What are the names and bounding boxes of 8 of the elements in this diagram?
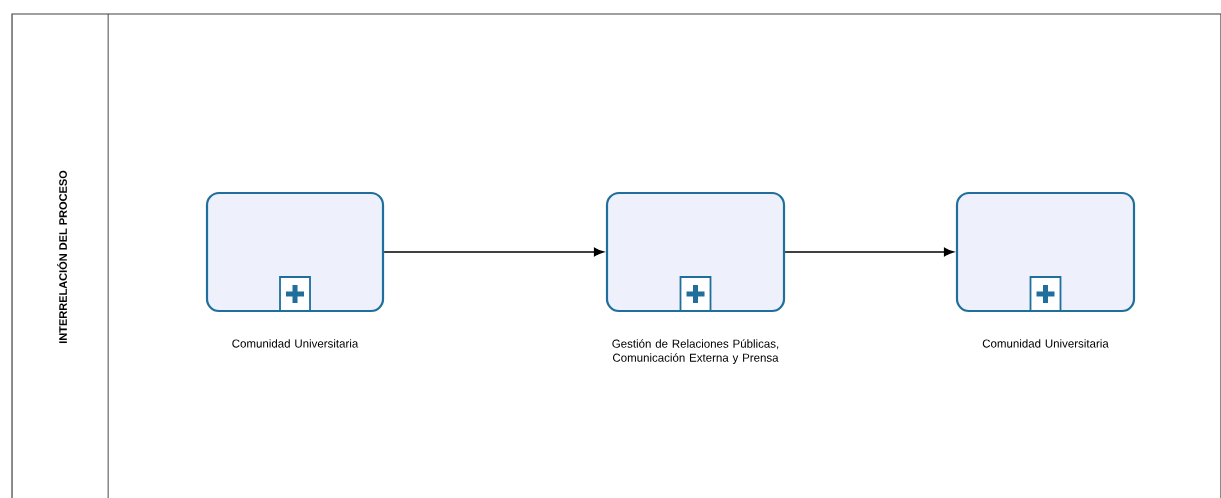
subprocess-box: Comunidad Universitaria [955, 191, 1136, 348]
arrow [383, 247, 605, 257]
node-label: Comunidad Universitaria [232, 339, 359, 348]
subprocess-box: Comunidad Universitaria [205, 191, 385, 348]
subprocess-box: Gestión de Relaciones Públicas, Comunicación Externa y Prensa [605, 191, 786, 365]
node-label: Gestión de Relaciones Públicas, Comunicación Externa y Prensa [612, 339, 779, 365]
node-label: Comunidad Universitaria [982, 339, 1109, 348]
arrow [784, 247, 955, 257]
